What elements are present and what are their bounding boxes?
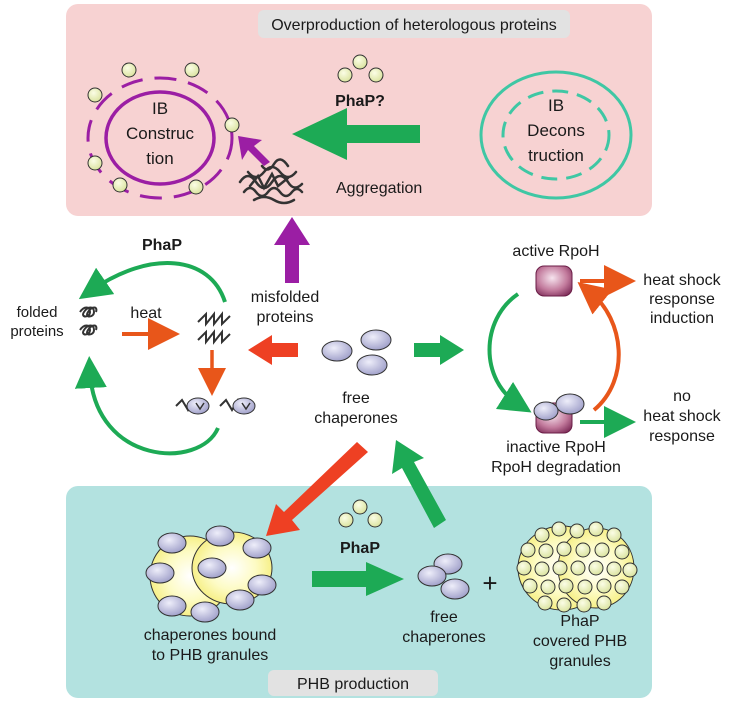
aggregation-label: Aggregation: [336, 180, 422, 197]
misfolded-proteins-line2: proteins: [257, 309, 314, 326]
phap-covered-line3: granules: [549, 653, 610, 670]
ib-construction-line3: tion: [146, 149, 173, 168]
phap-cluster-bottom: [338, 499, 383, 528]
heat-shock-induction-line2: response: [649, 291, 715, 308]
ib-construction-line2: Construc: [126, 124, 195, 143]
free-chaperones-center-line2: chaperones: [314, 410, 398, 427]
no-heat-shock-line1: no: [673, 388, 691, 405]
aggregation-icon: [238, 158, 304, 205]
phap-covered-granules: [516, 521, 638, 613]
arrow-chaperones-to-rpoh: [414, 335, 464, 365]
inactive-rpoh-line2: RpoH degradation: [491, 459, 621, 476]
phap-granules-ring: [87, 62, 240, 195]
ib-construction: IB Construc tion: [86, 62, 240, 200]
inactive-rpoh-line1: inactive RpoH: [506, 439, 606, 456]
phap-question-label: PhaP?: [335, 93, 385, 110]
phb-granules-bound: [145, 525, 277, 623]
arrow-misfolded-to-aggregation: [274, 217, 310, 283]
folded-proteins-line1: folded: [17, 304, 58, 321]
arrow-free-chaperones-up: [392, 440, 446, 528]
arrow-phb-release: [312, 562, 404, 596]
free-chaperones-bottom-icon: [417, 553, 470, 600]
arrow-aggregation-to-ib: [238, 136, 270, 166]
arrow-inactive-to-active: [577, 281, 621, 412]
phap-covered-line2: covered PHB: [533, 633, 627, 650]
unfolded-protein-icon: [197, 311, 231, 345]
top-panel-title: Overproduction of heterologous proteins: [271, 17, 557, 34]
chaperones-bound-line2: to PHB granules: [152, 647, 269, 664]
no-heat-shock-line2: heat shock: [643, 408, 721, 425]
top-panel: [66, 4, 652, 216]
arrow-chaperones-to-misfolded: [248, 335, 298, 365]
bottom-panel-title-box: [268, 670, 438, 696]
phap-left-label: PhaP: [142, 237, 182, 254]
arrow-phap-refold: [78, 261, 227, 303]
folded-protein-icon: [79, 306, 98, 336]
ib-deconstruction: IB Decons truction: [479, 70, 633, 200]
free-chaperones-center-line1: free: [342, 390, 370, 407]
phap-covered-line1: PhaP: [560, 613, 599, 630]
chaperones-bound-line1: chaperones bound: [144, 627, 277, 644]
bottom-panel-title: PHB production: [297, 676, 409, 693]
ib-construction-line1: IB: [152, 99, 168, 118]
heat-shock-induction-line1: heat shock: [643, 272, 721, 289]
folded-proteins-line2: proteins: [10, 323, 63, 340]
misfolded-proteins-line1: misfolded: [251, 289, 319, 306]
arrow-active-to-inactive: [487, 292, 532, 413]
free-chaperones-bottom-line2: chaperones: [402, 629, 486, 646]
plus-sign: +: [482, 568, 497, 598]
active-rpoh-icon: [535, 265, 573, 297]
arrow-chaperone-refold: [74, 356, 220, 456]
free-chaperones-bottom-line1: free: [430, 609, 458, 626]
active-rpoh-label: active RpoH: [512, 243, 599, 260]
chaperone-bound-unfolded: [175, 397, 256, 415]
free-chaperones-center-icon: [321, 329, 392, 376]
ib-deconstruction-line1: IB: [548, 96, 564, 115]
arrow-chaperones-to-phb: [266, 442, 368, 536]
top-panel-title-box: [258, 10, 570, 38]
inactive-rpoh-icon: [533, 393, 585, 434]
heat-label: heat: [130, 305, 162, 322]
ib-deconstruction-line2: Decons: [527, 121, 585, 140]
phap-cluster-top: [337, 54, 384, 83]
phap-bottom-label: PhaP: [340, 540, 380, 557]
arrow-deconstruction-to-construction: [292, 108, 420, 160]
heat-shock-induction-line3: induction: [650, 310, 714, 327]
ib-deconstruction-line3: truction: [528, 146, 584, 165]
no-heat-shock-line3: response: [649, 428, 715, 445]
